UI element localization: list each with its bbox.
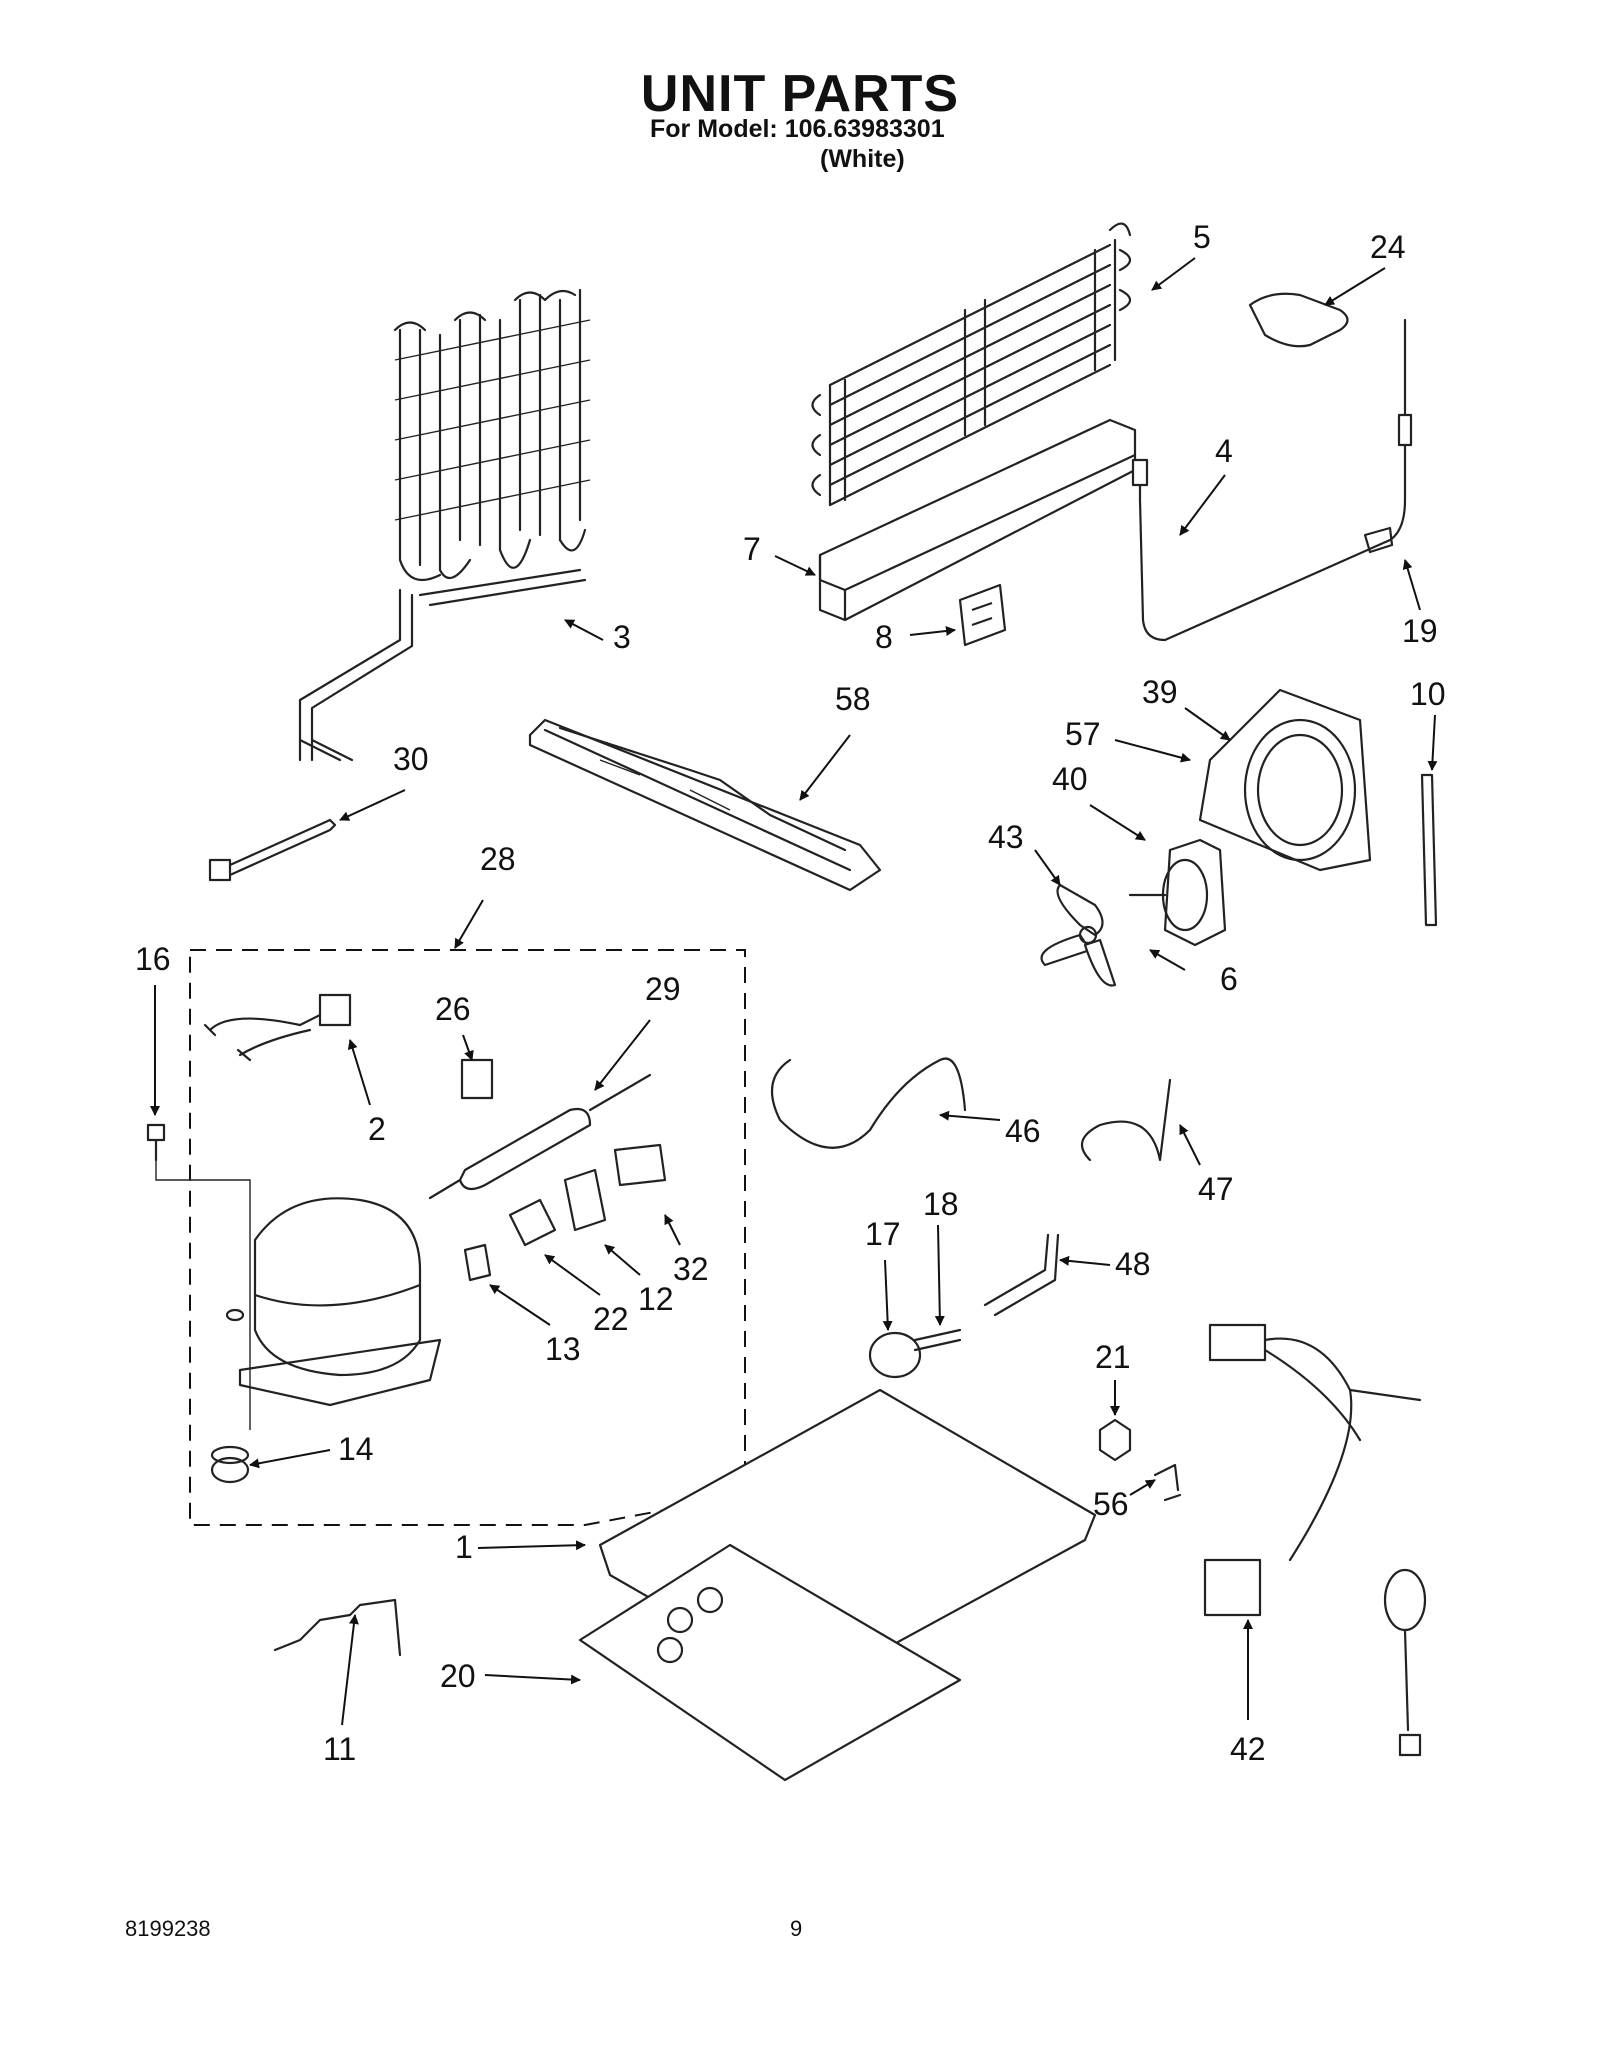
harness-42-drawing [1203,1323,1427,1757]
callout-46: 46 [1005,1113,1041,1149]
axle-18-drawing [913,1328,962,1352]
callout-28: 28 [480,841,516,877]
callout-47: 47 [1198,1171,1234,1207]
tube-48-drawing [983,1233,1060,1317]
callout-1: 1 [455,1529,473,1565]
drier-drawing [428,1073,652,1200]
plate-20-drawing [578,1543,962,1782]
callout-8: 8 [875,619,893,655]
fan-motor-drawing [1128,838,1227,947]
wire-11-drawing [273,1598,402,1657]
callout-labels: 5 24 4 7 8 19 3 39 57 10 58 40 30 43 6 2… [135,219,1446,1767]
nut-21-drawing [1098,1418,1132,1462]
callout-2: 2 [368,1111,386,1147]
callout-20: 20 [440,1658,476,1694]
tube-47-drawing [1080,1078,1172,1162]
callout-5: 5 [1193,219,1211,255]
callout-24: 24 [1370,229,1406,265]
part-13-drawing [463,1243,492,1282]
part-32-drawing [613,1143,667,1187]
callout-57: 57 [1065,716,1101,752]
callout-26: 26 [435,991,471,1027]
callout-17: 17 [865,1216,901,1252]
condenser-coil-drawing [298,288,591,762]
plate-hole [656,1636,684,1664]
screw-16-drawing [146,1123,166,1162]
cap-drawing [1248,292,1349,348]
screw-56-drawing [1153,1463,1182,1502]
callout-leaders [150,257,1438,1726]
relay-drawing [460,1058,494,1100]
fan-blade-drawing [1040,883,1117,987]
color-line: (White) [820,145,905,173]
thermistor-drawing [1131,318,1413,642]
callout-10: 10 [1410,676,1446,712]
drain-pan-drawing [528,718,882,892]
callout-7: 7 [743,531,761,567]
callout-40: 40 [1052,761,1088,797]
callout-13: 13 [545,1331,581,1367]
callout-14: 14 [338,1431,374,1467]
part-12-drawing [563,1168,607,1232]
overload-22-drawing [508,1198,557,1247]
harness-2-drawing [203,1013,322,1062]
callout-30: 30 [393,741,429,777]
drain-trough-drawing [818,418,1137,622]
callout-19: 19 [1402,613,1438,649]
callout-58: 58 [835,681,871,717]
clip-drawing [958,583,1007,647]
page-title: UNIT PARTS [640,65,960,123]
callout-42: 42 [1230,1731,1266,1767]
callout-6: 6 [1220,961,1238,997]
callout-4: 4 [1215,433,1233,469]
callout-12: 12 [638,1281,674,1317]
document-number: 8199238 [125,1916,211,1941]
callout-22: 22 [593,1301,629,1337]
callout-43: 43 [988,819,1024,855]
fan-shroud-drawing [1198,688,1372,872]
callout-21: 21 [1095,1339,1131,1375]
callout-39: 39 [1142,674,1178,710]
page-number: 9 [790,1916,803,1941]
callout-18: 18 [923,1186,959,1222]
connector-2-drawing [318,993,352,1027]
compressor-drawing [225,1197,442,1407]
roller-17-drawing [868,1331,922,1379]
callout-11: 11 [323,1731,356,1767]
plate-hole [696,1586,724,1614]
ground-wire-drawing [155,1160,251,1430]
strip-drawing [1420,773,1438,927]
evaporator-coil-drawing [811,222,1132,507]
grommet-14-drawing [210,1445,250,1484]
tubing-46-drawing [770,1057,967,1149]
callout-32: 32 [673,1251,709,1287]
cable-tie-drawing [208,818,337,882]
plate-hole [666,1606,694,1634]
model-line: For Model: 106.63983301 [650,115,945,143]
callout-3: 3 [613,619,631,655]
callout-16: 16 [135,941,171,977]
callout-29: 29 [645,971,681,1007]
callout-48: 48 [1115,1246,1151,1282]
callout-56: 56 [1093,1486,1129,1522]
